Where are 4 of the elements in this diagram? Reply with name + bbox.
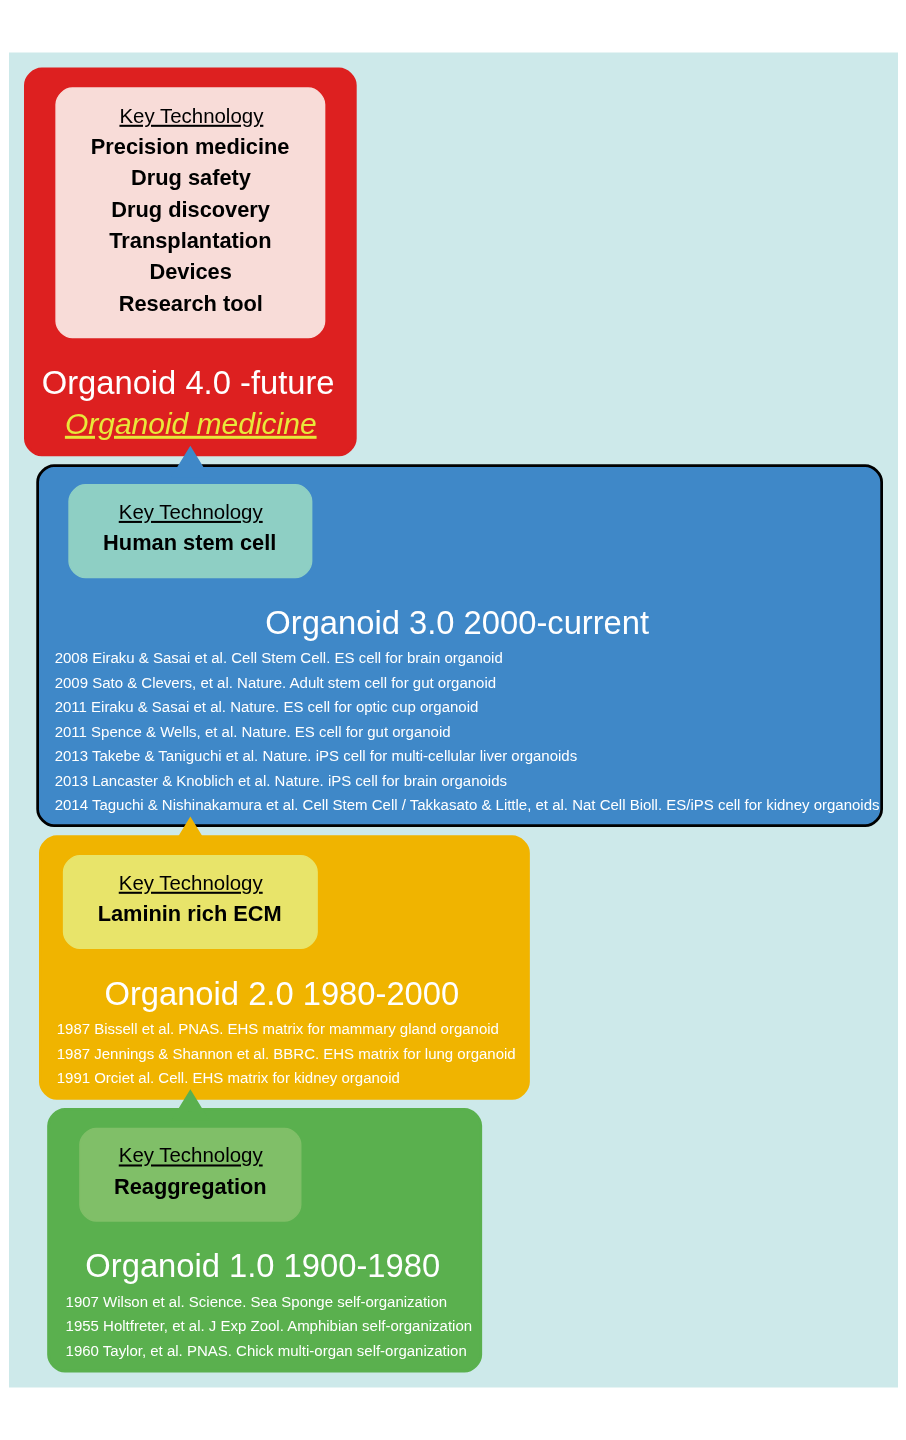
node-box: Key Technology Human stem cell bbox=[67, 484, 312, 579]
node-box: Key Technology Laminin rich ECM bbox=[62, 855, 318, 950]
node-box: Key Technology Reaggregation bbox=[78, 1127, 301, 1222]
node-box: Key Technology Precision medicine Drug safety Drug discovery Transplantation Devices Research tool bbox=[54, 87, 325, 339]
